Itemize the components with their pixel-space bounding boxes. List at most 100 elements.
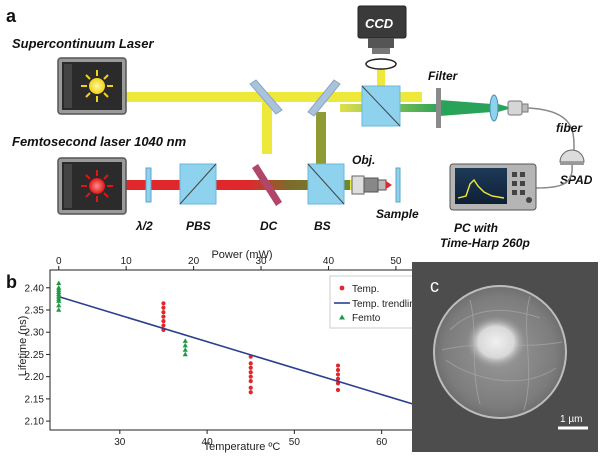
top-tick-label: 50 [390,256,402,267]
ccd-lens [365,58,397,70]
panel-label-b: b [6,272,17,292]
femto-point [56,298,62,303]
temp-point [248,390,253,395]
femto-point [182,338,188,343]
y-tick-label: 2.35 [25,306,45,317]
legend-marker-femto [339,314,345,320]
fiber-cable [527,107,575,152]
half-wave-plate [145,167,152,203]
spad-label: SPAD [560,173,593,187]
spad-detector [559,149,585,165]
trendline [58,295,426,409]
yellow-beam-horizontal [122,92,340,102]
optical-setup-diagram: a [6,5,593,250]
ccd-beamsplitter-cube [361,85,401,127]
x-tick-label: 30 [114,437,126,448]
temp-point [248,374,253,379]
temp-point [161,305,166,310]
pc-timeharp: PC with Time-Harp 260p [440,163,537,250]
sample-label: Sample [376,207,419,221]
temp-point [335,376,341,381]
pbs-label: PBS [186,219,211,233]
burst-icon [81,170,113,202]
femto-point [182,342,188,348]
yellow-beam-down [262,96,272,154]
y-tick-label: 2.10 [25,417,45,428]
x-tick-label: 60 [376,437,388,448]
x-tick-label: 40 [202,437,214,448]
femtosecond-label: Femtosecond laser 1040 nm [12,134,187,149]
temp-point [248,385,253,390]
pbs-cube [179,163,217,205]
top-tick-label: 10 [121,256,133,267]
temp-point [161,323,166,328]
temp-point [248,379,253,384]
mirror-upper-left [249,79,283,115]
return-beam-vertical [316,112,326,184]
top-axis-title: Power (mW) [211,249,272,261]
y-tick-label: 2.20 [25,372,45,383]
spad-cable [535,164,573,189]
ccd-camera: CCD [357,5,407,54]
legend-label-temp: Temp. [352,284,379,295]
top-tick-label: 40 [323,256,335,267]
mirror-upper-right [307,79,341,117]
half-wave-label: λ/2 [135,219,153,233]
y-tick-label: 2.40 [25,283,45,294]
dichroic-mirror [252,164,282,206]
scale-label: 1 µm [560,414,582,425]
temp-point [161,314,166,319]
top-tick-label: 30 [255,256,267,267]
bs-label: BS [314,219,331,233]
y-tick-label: 2.15 [25,394,45,405]
ccd-label: CCD [365,16,394,31]
objective-lens [351,175,392,195]
legend-label-femto: Femto [352,313,381,324]
lifetime-chart: b Power (mW) Temperature ºC Lifetime (ns… [6,249,435,453]
temp-point [161,301,166,306]
supercontinuum-label: Supercontinuum Laser [12,36,155,51]
micrograph-panel: c 1 µm [412,262,598,452]
fiber-label: fiber [556,121,583,135]
fiber-coupler [507,100,529,116]
legend-marker-temp [339,285,345,291]
filter-label: Filter [428,69,459,83]
x-axis-title: Temperature ºC [204,441,281,453]
legend-label-trend: Temp. trendline [352,299,421,310]
femto-point [56,302,62,308]
pc-label-line2: Time-Harp 260p [440,236,530,250]
sun-icon [81,70,113,102]
temp-point [335,367,341,373]
obj-label: Obj. [352,153,375,167]
y-tick-label: 2.30 [25,328,45,339]
x-tick-label: 50 [289,437,301,448]
temp-point [161,319,166,324]
temp-point [335,363,341,368]
sample-slide [395,167,401,203]
temp-point [248,365,253,370]
femto-point [182,347,188,352]
pc-label-line1: PC with [454,221,498,235]
green-beam-cone-in [440,100,492,116]
filter-plate [436,88,441,128]
temp-point [248,361,253,366]
red-beam-horizontal [122,180,352,190]
top-tick-label: 0 [56,256,62,267]
panel-label-a: a [6,6,17,26]
cell-bright-core [466,316,526,368]
y-axis-title: Lifetime (ns) [17,316,29,377]
femto-point [56,280,62,286]
femto-point [56,307,62,312]
temp-point [248,370,253,375]
temp-point [335,372,341,377]
femto-point [182,351,188,357]
panel-label-c: c [430,276,439,296]
temp-point [335,387,341,393]
bs-cube [307,163,345,205]
supercontinuum-laser: Supercontinuum Laser [12,36,155,115]
green-beam-cone-out [498,104,512,112]
temp-point [161,310,166,315]
dc-label: DC [260,219,278,233]
decay-curve-icon [457,178,505,199]
